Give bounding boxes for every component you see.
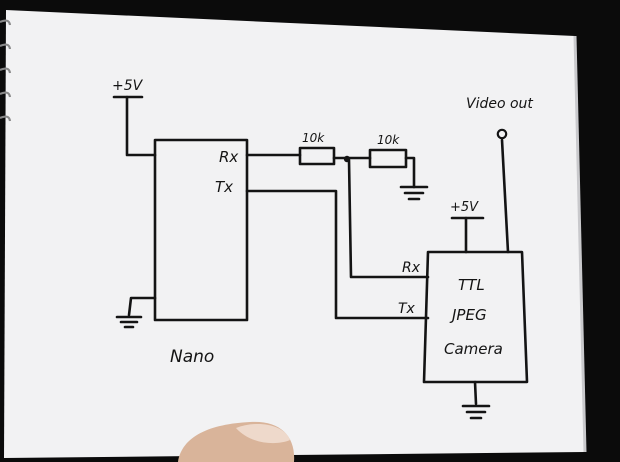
tx-line bbox=[245, 189, 430, 320]
label-5v-camera: +5V bbox=[450, 200, 479, 215]
paper-sheet bbox=[4, 10, 585, 458]
label-rx-nano: Rx bbox=[219, 148, 238, 166]
nano-ground-icon bbox=[115, 315, 143, 329]
thumbnail bbox=[236, 424, 290, 444]
label-5v-nano: +5V bbox=[112, 78, 144, 94]
rx-line bbox=[245, 146, 430, 279]
label-camera-word: Camera bbox=[444, 340, 503, 358]
rx-camera-wire bbox=[347, 158, 430, 279]
label-nano: Nano bbox=[170, 347, 214, 367]
camera-ground-icon bbox=[461, 404, 491, 420]
label-camera-ttl: TTL bbox=[458, 276, 485, 294]
resistor-1 bbox=[298, 146, 336, 166]
camera-box bbox=[422, 250, 529, 384]
nano-box bbox=[153, 138, 249, 322]
label-video-out: Video out bbox=[466, 96, 533, 112]
label-tx-nano: Tx bbox=[215, 178, 233, 196]
video-out-terminal bbox=[496, 128, 508, 140]
label-resistor-1: 10k bbox=[302, 131, 325, 145]
nano-ground-wire bbox=[127, 296, 157, 317]
label-resistor-2: 10k bbox=[377, 133, 400, 147]
nano-5v-wire bbox=[125, 95, 157, 157]
camera-ground-wire bbox=[473, 380, 478, 406]
label-tx-camera: Tx bbox=[398, 301, 416, 317]
spiral-binding bbox=[0, 19, 12, 122]
nano-block bbox=[112, 95, 249, 329]
divider-ground-icon bbox=[399, 185, 429, 201]
paper-edge bbox=[573, 35, 587, 453]
label-rx-camera: Rx bbox=[402, 260, 421, 276]
camera-block bbox=[422, 128, 529, 420]
video-out-wire bbox=[500, 138, 510, 254]
label-camera-jpeg: JPEG bbox=[449, 306, 487, 324]
